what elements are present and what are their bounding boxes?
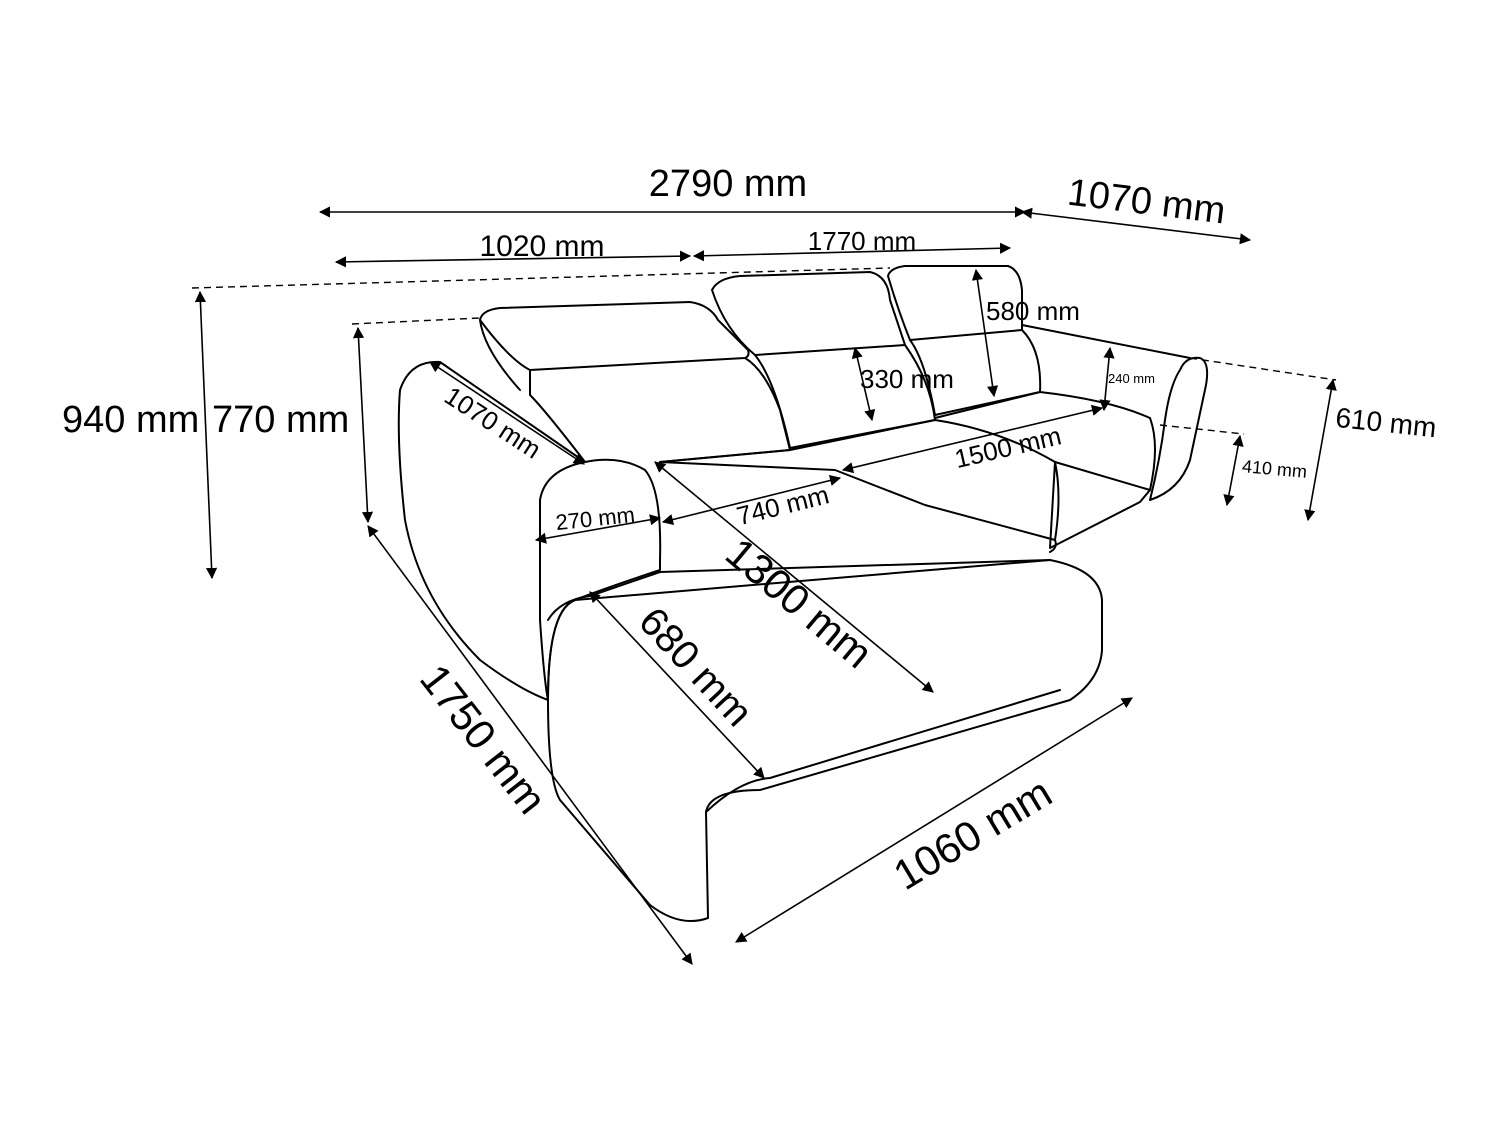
backrest-middle bbox=[754, 344, 936, 449]
dimension-lines bbox=[194, 206, 1337, 965]
label-backrest-height: 330 mm bbox=[860, 364, 954, 394]
right-arm-top bbox=[1021, 324, 1191, 359]
label-chaise-total-length: 1750 mm bbox=[411, 656, 556, 823]
label-right-depth: 1070 mm bbox=[1065, 172, 1227, 233]
dimension-labels: 2790 mm 1070 mm 1020 mm 1770 mm 940 mm 7… bbox=[62, 163, 1438, 899]
reference-lines bbox=[191, 267, 1337, 435]
label-seat-depth: 740 mm bbox=[734, 479, 832, 531]
headrest-right bbox=[887, 265, 1023, 341]
label-sofa-width: 1770 mm bbox=[808, 226, 916, 256]
left-arm-front bbox=[539, 461, 586, 701]
backrest-right bbox=[909, 329, 1042, 416]
label-headrest-height: 580 mm bbox=[986, 296, 1080, 326]
label-chaise-length: 1300 mm bbox=[717, 529, 881, 678]
left-arm bbox=[397, 360, 662, 701]
label-back-height: 770 mm bbox=[212, 399, 349, 441]
label-chaise-width: 1020 mm bbox=[479, 230, 604, 263]
label-seat-height: 410 mm bbox=[1241, 456, 1308, 482]
label-arm-side-height: 240 mm bbox=[1108, 371, 1155, 386]
back-cushion-left-lower bbox=[529, 357, 791, 463]
back-cushion-left-side bbox=[479, 319, 521, 391]
label-chaise-seat-width: 680 mm bbox=[630, 599, 761, 735]
label-total-height: 940 mm bbox=[62, 399, 199, 441]
label-seat-width: 1500 mm bbox=[952, 420, 1064, 474]
label-total-width: 2790 mm bbox=[649, 163, 807, 205]
label-arm-width: 270 mm bbox=[554, 502, 636, 535]
headrest-middle bbox=[711, 271, 906, 356]
seat-front-right bbox=[1049, 461, 1151, 553]
right-arm bbox=[1149, 356, 1209, 501]
back-cushion-left bbox=[479, 301, 750, 371]
seat-cushion-right bbox=[934, 391, 1156, 491]
label-arm-height: 610 mm bbox=[1334, 402, 1438, 443]
